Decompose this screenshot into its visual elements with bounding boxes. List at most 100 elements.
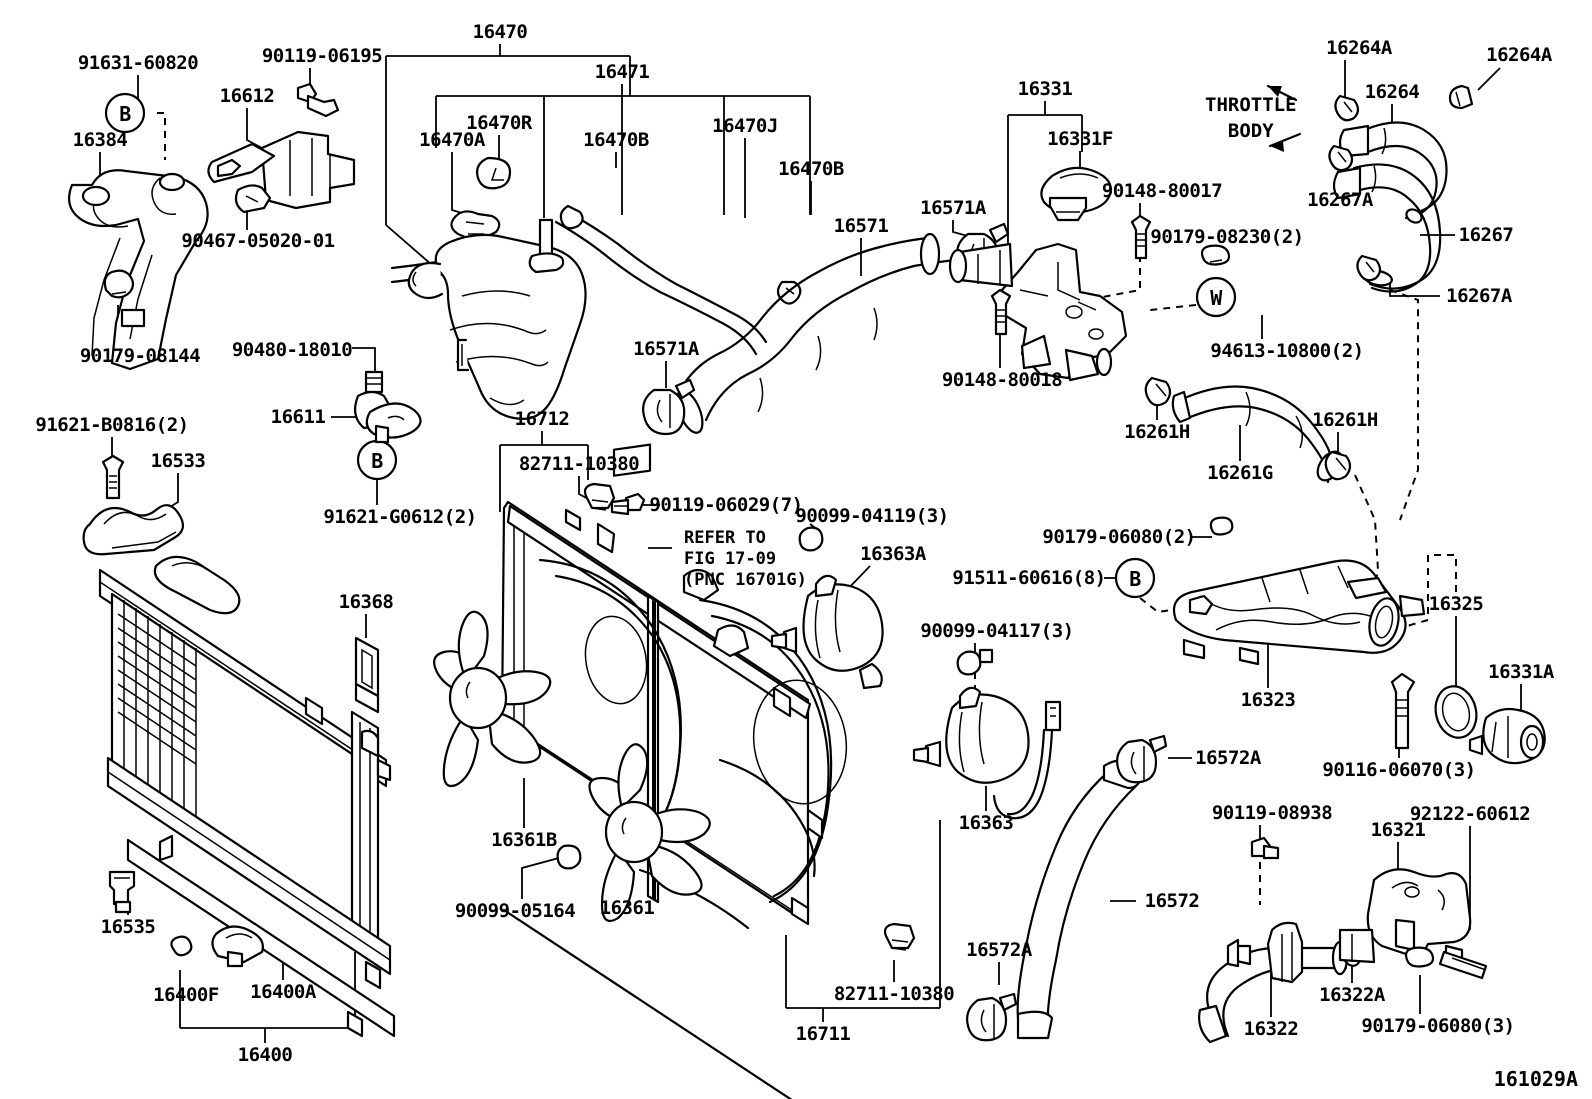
part-label-9014880017[interactable]: 90148-80017 — [1101, 180, 1223, 202]
part-label-16322a[interactable]: 16322A — [1319, 984, 1385, 1006]
part-90179-06080-3 — [1404, 946, 1435, 968]
part-16572-hose — [966, 734, 1168, 1042]
part-label-16267a[interactable]: 16267A — [1446, 285, 1512, 307]
part-label-16264[interactable]: 16264 — [1364, 81, 1420, 103]
part-label-16572[interactable]: 16572 — [1144, 890, 1200, 912]
part-label-16400a[interactable]: 16400A — [250, 981, 316, 1003]
part-82711-10380-clip-top — [583, 482, 616, 511]
part-label-8271110380[interactable]: 82711-10380 — [518, 453, 640, 475]
part-label-16572a[interactable]: 16572A — [1195, 747, 1261, 769]
part-label-90099041193[interactable]: 90099-04119(3) — [795, 505, 949, 527]
part-label-9011906195[interactable]: 90119-06195 — [261, 45, 383, 67]
part-16535-drain-cock — [108, 870, 136, 914]
part-label-16470a[interactable]: 16470A — [419, 129, 485, 151]
part-label-16331[interactable]: 16331 — [1017, 78, 1073, 100]
part-label-16267a[interactable]: 16267A — [1307, 189, 1373, 211]
part-label-16471[interactable]: 16471 — [594, 61, 650, 83]
figure-id: 161029A — [1493, 1067, 1578, 1091]
part-label-16331f[interactable]: 16331F — [1047, 128, 1113, 150]
part-label-904670502001[interactable]: 90467-05020-01 — [181, 230, 335, 252]
part-label-16535[interactable]: 16535 — [100, 916, 156, 938]
part-16331A-thermostat — [1468, 707, 1546, 765]
callout-circle-b: B — [119, 102, 131, 126]
part-label-16361[interactable]: 16361 — [599, 897, 655, 919]
part-90148-80018 — [990, 288, 1012, 336]
part-label-16470r[interactable]: 16470R — [466, 112, 532, 134]
part-label-90119060297[interactable]: 90119-06029(7) — [649, 494, 803, 516]
part-label-16470b[interactable]: 16470B — [583, 129, 649, 151]
part-16612-assembly — [207, 82, 356, 214]
part-label-16400[interactable]: 16400 — [237, 1044, 293, 1066]
part-label-16470j[interactable]: 16470J — [712, 115, 778, 137]
part-label-16261g[interactable]: 16261G — [1207, 462, 1273, 484]
part-label-16264a[interactable]: 16264A — [1326, 37, 1392, 59]
part-label-16322[interactable]: 16322 — [1243, 1018, 1299, 1040]
refer-to-box — [612, 443, 652, 477]
part-label-16711[interactable]: 16711 — [795, 1023, 851, 1045]
part-label-9048018010[interactable]: 90480-18010 — [231, 339, 353, 361]
part-label-16361b[interactable]: 16361B — [491, 829, 557, 851]
part-90099-05164 — [556, 844, 582, 870]
part-label-16571[interactable]: 16571 — [833, 215, 889, 237]
part-82711-10380-clip-bottom — [883, 922, 916, 951]
part-label-16323[interactable]: 16323 — [1240, 689, 1296, 711]
part-16261G-hose — [1144, 376, 1352, 484]
part-label-16321[interactable]: 16321 — [1370, 819, 1426, 841]
part-label-16267[interactable]: 16267 — [1458, 224, 1514, 246]
part-90148-80017 — [1130, 214, 1152, 260]
part-label-16470b[interactable]: 16470B — [778, 158, 844, 180]
part-92122-60612 — [1438, 950, 1488, 980]
part-16711-fan-shroud — [500, 500, 848, 1099]
part-label-91621g06122[interactable]: 91621-G0612(2) — [323, 506, 477, 528]
part-16400-radiator — [98, 555, 396, 1038]
part-label-16363a[interactable]: 16363A — [860, 543, 926, 565]
part-label-16384[interactable]: 16384 — [72, 129, 128, 151]
part-label-16612[interactable]: 16612 — [219, 85, 275, 107]
part-label-8271110380[interactable]: 82711-10380 — [833, 983, 955, 1005]
part-label-16470[interactable]: 16470 — [472, 21, 528, 43]
part-90179-08230 — [1200, 244, 1231, 266]
part-16400-plugs — [170, 925, 264, 968]
part-label-9009905164[interactable]: 90099-05164 — [454, 900, 576, 922]
part-label-9014880018[interactable]: 90148-80018 — [941, 369, 1063, 391]
part-label-16712[interactable]: 16712 — [514, 408, 570, 430]
part-16363-motor — [912, 686, 1062, 820]
part-label-16571a[interactable]: 16571A — [633, 338, 699, 360]
part-16264-hose — [1334, 84, 1474, 224]
part-label-9017908144[interactable]: 90179-08144 — [79, 345, 201, 367]
part-16321-housing — [1338, 868, 1472, 966]
part-90099-04117 — [956, 648, 994, 676]
part-91511-60616 — [1188, 594, 1214, 616]
part-label-16533[interactable]: 16533 — [150, 450, 206, 472]
part-90179-06080-2 — [1209, 516, 1234, 536]
part-label-16571a[interactable]: 16571A — [920, 197, 986, 219]
part-16323-water-pipe — [1172, 559, 1426, 666]
part-16712-reservoir-tank — [407, 218, 587, 420]
part-label-90179060803[interactable]: 90179-06080(3) — [1361, 1015, 1515, 1037]
part-label-16368[interactable]: 16368 — [338, 591, 394, 613]
part-label-16611[interactable]: 16611 — [270, 406, 326, 428]
part-label-90116060703[interactable]: 90116-06070(3) — [1322, 759, 1476, 781]
part-label-91621b08162[interactable]: 91621-B0816(2) — [35, 414, 189, 436]
part-91621-B0816 — [101, 454, 125, 500]
part-label-91511606168[interactable]: 91511-60616(8) — [952, 567, 1106, 589]
part-label-16572a[interactable]: 16572A — [966, 939, 1032, 961]
part-label-94613108002[interactable]: 94613-10800(2) — [1210, 340, 1364, 362]
part-label-16264a[interactable]: 16264A — [1486, 44, 1552, 66]
part-label-16331a[interactable]: 16331A — [1488, 661, 1554, 683]
callout-circles — [104, 92, 1237, 599]
part-16368-hook — [354, 636, 380, 714]
part-16325-oring — [1434, 685, 1478, 739]
part-label-16261h[interactable]: 16261H — [1124, 421, 1190, 443]
part-label-9163160820[interactable]: 91631-60820 — [77, 52, 199, 74]
part-label-16400f[interactable]: 16400F — [153, 984, 219, 1006]
part-label-16325[interactable]: 16325 — [1428, 593, 1484, 615]
part-label-90099041173[interactable]: 90099-04117(3) — [920, 620, 1074, 642]
part-16363A-motor — [770, 574, 884, 690]
part-label-16363[interactable]: 16363 — [958, 812, 1014, 834]
part-label-90179060802[interactable]: 90179-06080(2) — [1042, 526, 1196, 548]
part-label-90179082302[interactable]: 90179-08230(2) — [1150, 226, 1304, 248]
part-label-9212260612[interactable]: 92122-60612 — [1409, 803, 1531, 825]
part-label-16261h[interactable]: 16261H — [1312, 409, 1378, 431]
part-label-9011908938[interactable]: 90119-08938 — [1211, 802, 1333, 824]
